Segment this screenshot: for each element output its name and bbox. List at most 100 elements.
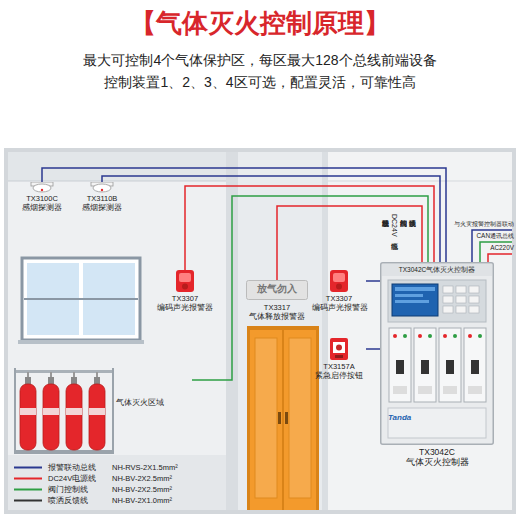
gas-cylinder: [89, 384, 105, 450]
external-wire: [488, 254, 514, 262]
wire-label: 阀门控制线: [398, 214, 407, 260]
smoke-detector: TX3100C 感烟探测器: [12, 182, 72, 224]
screen-line: [395, 294, 423, 297]
window-sill: [18, 340, 144, 344]
legend-line: [14, 500, 42, 502]
wire-connector: [366, 348, 380, 350]
node-caption: TX3042C 气体灭火控制器: [397, 448, 477, 468]
control-cabinet: TX3042C气体灭火控制器 TX3042C 气体灭火控制器: [380, 262, 494, 474]
window-bar: [24, 298, 138, 300]
rack-post: [14, 368, 16, 454]
cylinder-tag: [43, 408, 59, 415]
legend-line: [14, 489, 42, 491]
rack-post: [112, 368, 114, 454]
cylinder-tag: [20, 408, 36, 415]
door-panel: [255, 338, 277, 498]
scene-frame: [6, 150, 514, 512]
legend-row: DC24V电源线: [12, 473, 212, 484]
legend-row: 喷洒反馈线: [12, 495, 212, 506]
wire-label: CAN通讯总线: [430, 232, 514, 239]
wire-label: 喷洒反馈线: [407, 214, 416, 260]
door-leaf: [250, 330, 282, 510]
zone-led: [478, 334, 482, 338]
wire-connector: [102, 176, 440, 262]
wire-connector: [42, 168, 446, 262]
zone-switch: [396, 360, 404, 374]
legend-text: 报警联动总线: [48, 462, 96, 473]
sounder-horn: [182, 284, 188, 290]
keypad-key: [443, 286, 453, 293]
legend-line-sample: [12, 462, 42, 473]
button-window: [333, 342, 345, 353]
sounder-lens: [179, 273, 191, 282]
zone-led: [443, 334, 447, 338]
cylinder-group-icon: [14, 364, 114, 456]
diagram-title: 【气体灭火控制原理】: [0, 6, 520, 41]
wire-connector: [366, 280, 380, 282]
zone-switch: [446, 360, 454, 374]
detector-led: [41, 189, 43, 191]
legend-row: 报警联动总线: [12, 462, 212, 473]
sounder-strobe: TX3307 编码声光报警器: [312, 270, 366, 322]
zone-module: [414, 328, 436, 402]
wire-label: 报警联动总线: [380, 214, 389, 260]
left-floor: [8, 455, 226, 510]
legend-line-sample: [12, 484, 42, 495]
sounder-lens: [333, 273, 345, 282]
zone-led: [428, 334, 432, 338]
node-label: TX3157A 紧急启停按钮: [312, 363, 366, 380]
legend-line: [14, 478, 42, 480]
cylinder-tag: [66, 408, 82, 415]
door-leaf: [284, 330, 316, 510]
legend: 报警联动总线DC24V电源线阀门控制线喷洒反馈线: [12, 462, 212, 508]
gas-cylinder: [43, 384, 59, 450]
sounder-strobe-icon: [176, 270, 194, 292]
sounder-strobe-icon: [330, 270, 348, 292]
zone-switch: [471, 360, 479, 374]
emergency-button-icon: [330, 338, 348, 360]
door-frame: [247, 326, 319, 510]
keypad-key: [443, 296, 453, 303]
release-alarm-sign: 放气勿入TX3317 气体释放报警器: [244, 280, 310, 326]
door-handle: [278, 412, 281, 424]
emergency-button: TX3157A 紧急启停按钮: [312, 338, 366, 392]
detector-dome: [93, 184, 111, 192]
zone-module: [389, 328, 411, 402]
keypad-key: [456, 306, 466, 313]
door-handle: [285, 412, 288, 424]
smoke-detector-icon: [30, 182, 54, 193]
keypad-key: [469, 296, 479, 303]
sounder-body: [176, 270, 194, 292]
wire-label: DC24V电源线: [389, 214, 398, 260]
button-knob: [336, 345, 342, 351]
node-label: TX3042C气体灭火控制器: [380, 266, 494, 273]
screen-line: [395, 300, 429, 303]
smoke-detector: TX3110B 感烟探测器: [72, 182, 132, 224]
zone-plate: [418, 386, 432, 394]
gas-cylinder: [66, 384, 82, 450]
zone-plate: [443, 386, 457, 394]
zone-led: [403, 334, 407, 338]
button-base: [335, 355, 343, 358]
wire-label: 与火灾报警控制器联动: [430, 220, 514, 227]
legend-text: 阀门控制线: [48, 484, 88, 495]
brand-logo: Tanda: [388, 413, 411, 422]
subtitle: 控制装置1、2、3、4区可选，配置灵活，可靠性高: [0, 74, 520, 90]
cable-spec: NH-RVS-2X1.5mm²: [112, 464, 178, 473]
sounder-horn: [336, 284, 342, 290]
zone-module: [464, 328, 486, 402]
keypad-key: [443, 306, 453, 313]
zone-switch: [421, 360, 429, 374]
legend-row: 阀门控制线: [12, 484, 212, 495]
zone-led: [418, 334, 422, 338]
ceiling-edge: [328, 181, 512, 182]
ceiling-edge: [8, 181, 226, 182]
sounder-body: [330, 270, 348, 292]
legend-line-sample: [12, 495, 42, 506]
button-body: [330, 338, 348, 360]
wire-connector: [185, 186, 434, 270]
smoke-detector-icon: [90, 182, 114, 193]
legend-text: 喷洒反馈线: [48, 495, 88, 506]
cable-spec: NH-BV-2X1.0mm²: [112, 497, 172, 506]
